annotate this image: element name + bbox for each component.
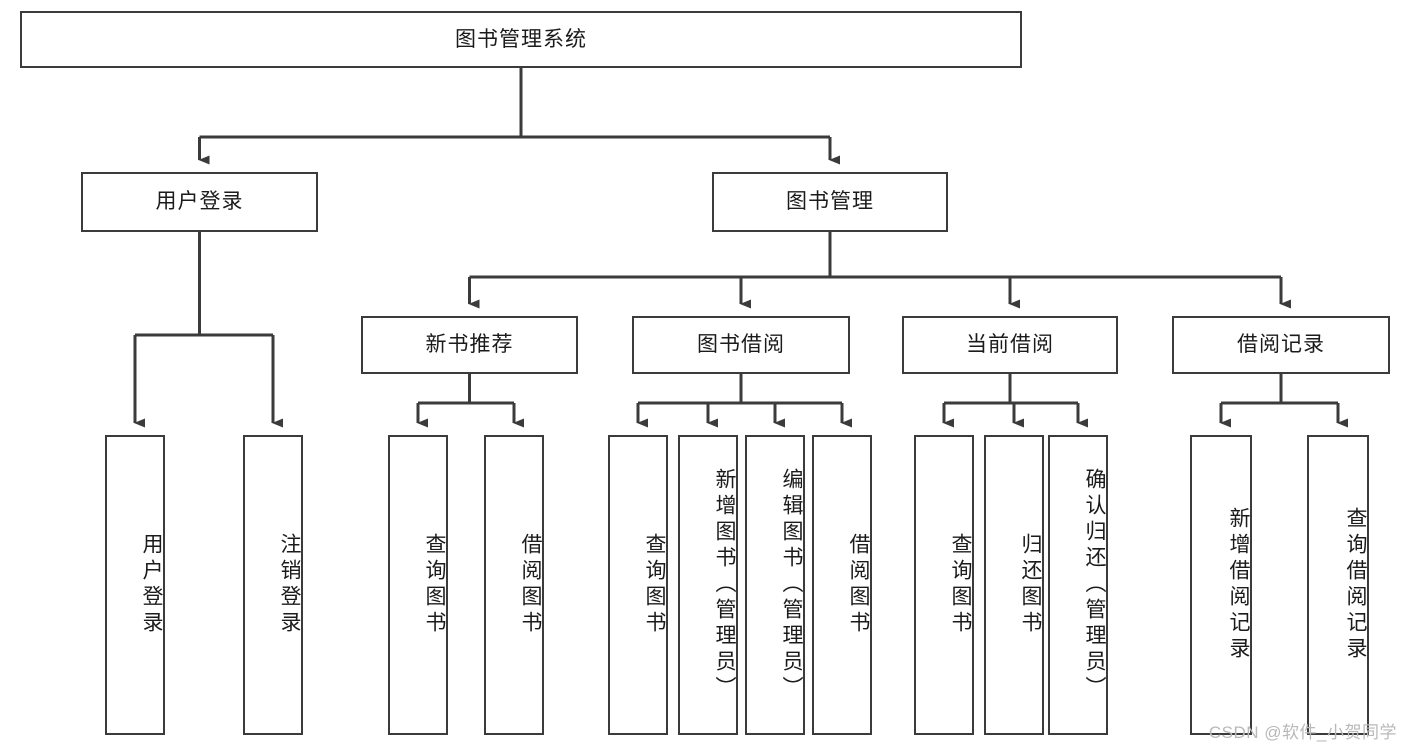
node-label: 借阅图书 bbox=[847, 533, 870, 637]
node-leaf-query-book-recommend[interactable]: 查询图书 bbox=[388, 435, 448, 735]
node-book-borrow[interactable]: 图书借阅 bbox=[632, 316, 850, 374]
node-label: 归还图书 bbox=[1019, 533, 1042, 637]
node-book-manage[interactable]: 图书管理 bbox=[712, 172, 948, 232]
node-label: 查询图书 bbox=[643, 533, 666, 637]
watermark-text: CSDN @软件_小贺同学 bbox=[1208, 723, 1397, 742]
node-leaf-query-book-borrow[interactable]: 查询图书 bbox=[608, 435, 668, 735]
node-leaf-borrow-book-recommend[interactable]: 借阅图书 bbox=[484, 435, 544, 735]
node-borrow-record[interactable]: 借阅记录 bbox=[1172, 316, 1390, 374]
node-label: 用户登录 bbox=[140, 533, 163, 637]
node-leaf-add-book[interactable]: 新增图书（管理员） bbox=[678, 435, 738, 735]
node-leaf-query-borrow-record[interactable]: 查询借阅记录 bbox=[1307, 435, 1369, 735]
node-label: 编辑图书（管理员） bbox=[780, 468, 803, 702]
node-user-login[interactable]: 用户登录 bbox=[81, 172, 318, 232]
node-label: 用户登录 bbox=[155, 190, 244, 214]
node-current-borrow[interactable]: 当前借阅 bbox=[902, 316, 1118, 374]
node-label: 新增借阅记录 bbox=[1227, 507, 1250, 663]
node-leaf-user-logout[interactable]: 注销登录 bbox=[243, 435, 303, 735]
node-root-system[interactable]: 图书管理系统 bbox=[20, 11, 1022, 68]
node-new-book-recommend[interactable]: 新书推荐 bbox=[361, 316, 578, 374]
node-label: 图书借阅 bbox=[697, 333, 785, 357]
node-label: 查询图书 bbox=[423, 533, 446, 637]
node-label: 查询图书 bbox=[949, 533, 972, 637]
node-leaf-confirm-return[interactable]: 确认归还（管理员） bbox=[1048, 435, 1108, 735]
node-label: 借阅记录 bbox=[1237, 333, 1325, 357]
node-label: 新书推荐 bbox=[425, 333, 514, 357]
node-label: 借阅图书 bbox=[519, 533, 542, 637]
node-label: 注销登录 bbox=[278, 533, 301, 637]
node-leaf-user-login[interactable]: 用户登录 bbox=[105, 435, 165, 735]
node-label: 图书管理 bbox=[786, 190, 874, 214]
node-leaf-query-book-current[interactable]: 查询图书 bbox=[914, 435, 974, 735]
node-label: 新增图书（管理员） bbox=[713, 468, 736, 702]
node-leaf-edit-book[interactable]: 编辑图书（管理员） bbox=[745, 435, 805, 735]
node-leaf-borrow-book[interactable]: 借阅图书 bbox=[812, 435, 872, 735]
node-label: 查询借阅记录 bbox=[1344, 507, 1367, 663]
node-label: 确认归还（管理员） bbox=[1083, 468, 1106, 702]
node-leaf-return-book[interactable]: 归还图书 bbox=[984, 435, 1044, 735]
node-leaf-add-borrow-record[interactable]: 新增借阅记录 bbox=[1190, 435, 1252, 735]
node-label: 当前借阅 bbox=[966, 333, 1054, 357]
node-label: 图书管理系统 bbox=[455, 27, 587, 51]
